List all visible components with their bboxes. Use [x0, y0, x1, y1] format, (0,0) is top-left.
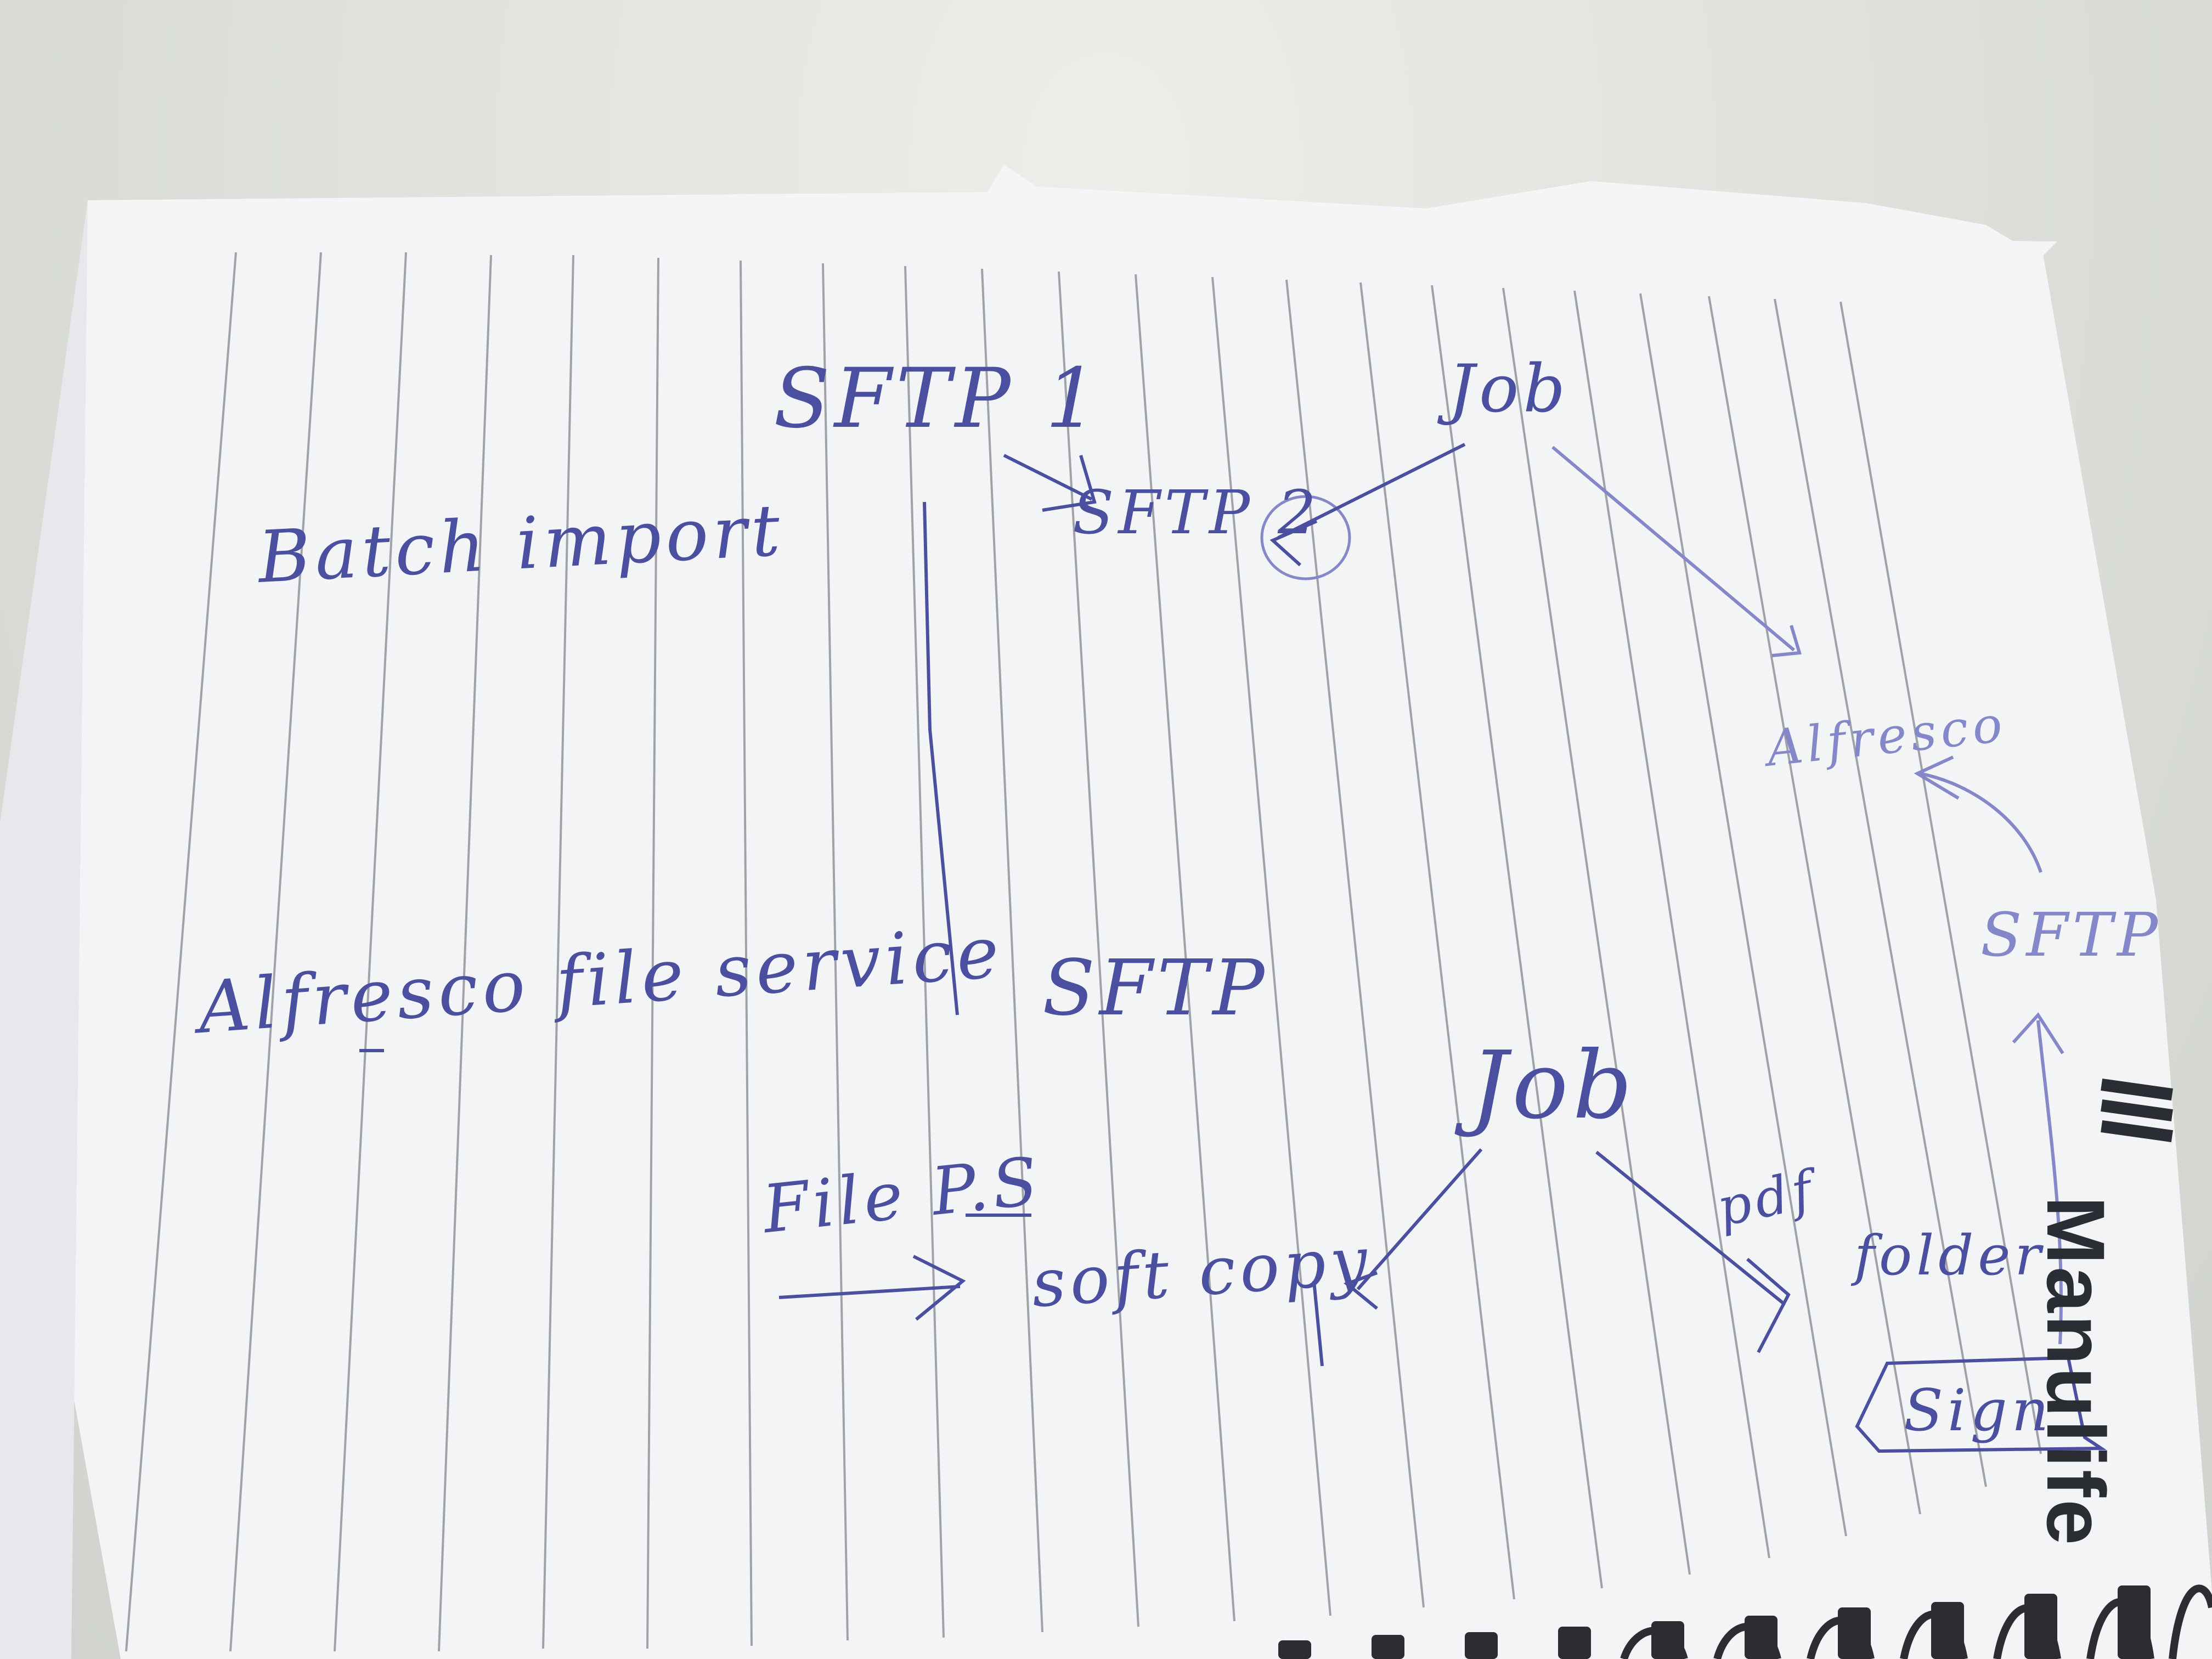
label-sftp2: SFTP 2 [1073, 477, 1321, 548]
paper-shadow [0, 200, 88, 1659]
ruling-lines [125, 252, 2042, 1652]
arrow-file-to-softcopy [778, 1255, 966, 1321]
spiral-binding [1278, 1584, 2212, 1659]
sign-box [1855, 1356, 2107, 1453]
divider-stroke [923, 501, 959, 1015]
arrow-job-to-softcopy [1344, 1148, 1483, 1310]
arrow-sftp-to-alfresco [1914, 755, 2042, 873]
label-sftp-mid: SFTP [1042, 944, 1269, 1033]
arrow-job-to-sftp2 [1269, 443, 1466, 567]
label-job-top: Job [1448, 351, 1570, 427]
label-folder: folder [1854, 1223, 2046, 1288]
arrow-sign-to-sftp [2012, 1012, 2064, 1345]
scribble-stroke [1312, 1280, 1324, 1367]
manulife-logo-icon [2101, 1079, 2173, 1142]
arrow-sftp1-to-sftp2 [1003, 454, 1097, 512]
paper-sheet [0, 200, 2212, 1659]
circle-mark [1260, 495, 1351, 580]
label-sftp1: SFTP 1 [774, 351, 1102, 447]
label-sftp-right: SFTP [1980, 900, 2163, 970]
label-sign: Sign [1904, 1377, 2053, 1444]
label-job-bottom: Job [1470, 1031, 1637, 1140]
arrow-job-to-folder [1595, 1150, 1791, 1353]
notebook-brand: Manulife [2030, 1196, 2122, 1548]
arrow-job-to-alfresco [1551, 445, 1802, 657]
